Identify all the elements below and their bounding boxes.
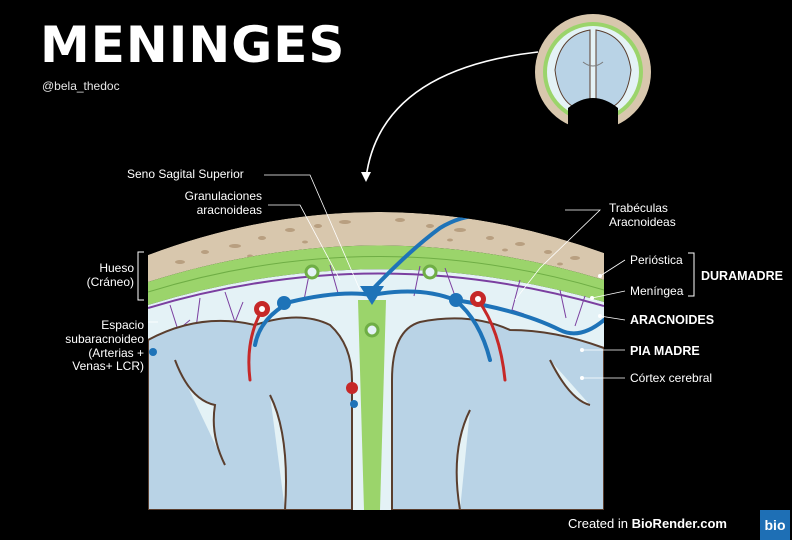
- label-espacio-subaracnoideo: Espacio subaracnoideo (Arterias + Venas+…: [30, 318, 144, 374]
- label-esp-l4: Venas+ LCR): [72, 359, 144, 374]
- leader-lines: [148, 174, 626, 379]
- label-cortex: Córtex cerebral: [630, 371, 713, 385]
- label-piamadre: PIA MADRE: [630, 344, 700, 358]
- label-hueso: Hueso (Cráneo): [60, 261, 134, 290]
- footer-credit[interactable]: Created in BioRender.com: [568, 516, 727, 531]
- brain-coronal-section-image: [535, 14, 651, 135]
- label-esp-l3: (Arterias +: [88, 345, 144, 360]
- arrow-head: [361, 172, 371, 182]
- label-trabeculas: Trabéculas Aracnoideas: [609, 201, 676, 230]
- arachnoid-membrane: [148, 272, 604, 309]
- label-trab-l2: Aracnoideas: [609, 214, 676, 229]
- cortex-left: [148, 316, 353, 510]
- vessel-sections: [149, 291, 486, 408]
- label-duramadre: DURAMADRE: [701, 269, 783, 283]
- falx-cerebri: [358, 300, 386, 510]
- footer-brand: BioRender.com: [631, 516, 727, 531]
- cortex-right: [391, 317, 604, 510]
- label-hueso-l2: (Cráneo): [86, 274, 134, 289]
- label-granulaciones-l1: Granulaciones: [184, 189, 262, 203]
- label-trab-l1: Trabéculas: [609, 201, 668, 215]
- page-title: MENINGES: [40, 16, 346, 74]
- label-esp-l2: subaracnoideo: [65, 331, 144, 346]
- label-granulaciones: Granulaciones aracnoideas: [170, 189, 262, 218]
- footer-created: Created in: [568, 516, 628, 531]
- label-periostica: Perióstica: [630, 253, 683, 267]
- label-seno-sagital: Seno Sagital Superior: [127, 167, 244, 181]
- dura-mater-layer: [148, 245, 604, 305]
- label-esp-l1: Espacio: [101, 318, 144, 332]
- cortex-sulci: [174, 359, 591, 510]
- biorender-logo[interactable]: bio: [760, 510, 790, 540]
- bone-bracket: [137, 251, 144, 301]
- label-hueso-l1: Hueso: [99, 261, 134, 275]
- author-handle: @bela_thedoc: [42, 79, 120, 93]
- bone-layer: [148, 211, 604, 282]
- arachnoid-granulations: [304, 264, 438, 338]
- superior-sagittal-sinus: [360, 286, 384, 305]
- pointer-arrow: [365, 51, 539, 179]
- label-meningea: Meníngea: [630, 284, 684, 298]
- label-aracnoides: ARACNOIDES: [630, 313, 715, 327]
- dura-bracket: [688, 252, 695, 297]
- label-granulaciones-l2: aracnoideas: [196, 202, 262, 217]
